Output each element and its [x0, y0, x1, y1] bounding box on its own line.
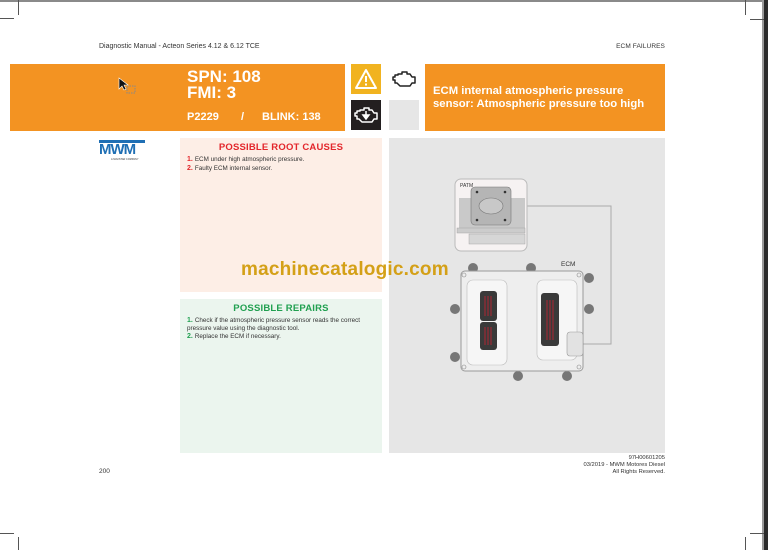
section-title: ECM FAILURES: [616, 43, 665, 50]
item-number: 1.: [187, 317, 193, 324]
item-text: Check if the atmospheric pressure sensor…: [187, 317, 361, 332]
patm-label: PATM: [460, 183, 473, 189]
repairs-panel: POSSIBLE REPAIRS 1.Check if the atmosphe…: [180, 299, 382, 453]
item-text: Faulty ECM internal sensor.: [194, 164, 273, 172]
page-number: 200: [99, 468, 110, 475]
fault-description: ECM internal atmospheric pressure sensor…: [425, 64, 665, 131]
ecm-label: ECM: [561, 261, 575, 268]
scrollbar[interactable]: [764, 0, 768, 550]
item-number: 1.: [187, 156, 193, 163]
ecm-unit-image: [450, 263, 594, 381]
cause-item: 2.Faulty ECM internal sensor.: [187, 165, 376, 173]
engine-derate-indicator: [351, 100, 381, 130]
ecm-figure-panel: PATM ECM: [389, 138, 665, 453]
engine-check-indicator: [389, 64, 419, 94]
crop-mark-bl-h: [0, 533, 14, 534]
code-separator: /: [241, 111, 245, 123]
blank-indicator: [389, 100, 419, 130]
blink-code: BLINK: 138: [262, 111, 321, 123]
repair-item: 2.Replace the ECM if necessary.: [187, 333, 376, 341]
engine-derate-icon: [354, 107, 378, 123]
crop-mark-br-h: [750, 533, 764, 534]
warning-indicator: [351, 64, 381, 94]
logo-subtext: A NAVISTAR COMPANY: [111, 158, 139, 161]
crop-mark-tl-v: [18, 0, 19, 15]
p-code: P2229: [187, 111, 219, 123]
item-number: 2.: [187, 164, 193, 172]
mouse-cursor-icon: [118, 77, 136, 94]
footer-info: 97H00601205 03/2019 - MWM Motores Diesel…: [583, 455, 665, 476]
cause-item: 1.ECM under high atmospheric pressure.: [187, 156, 376, 164]
mwm-logo: MWM A NAVISTAR COMPANY: [99, 140, 145, 162]
scrollbar-track[interactable]: [762, 0, 764, 550]
ecm-diagram: PATM ECM: [450, 178, 612, 381]
patm-sensor-image: [454, 178, 528, 252]
crop-mark-tr-h: [750, 19, 764, 20]
rights-notice: All Rights Reserved.: [612, 469, 665, 475]
crop-mark-tl-h: [0, 18, 14, 19]
fault-code-banner: SPN: 108 FMI: 3 P2229 / BLINK: 138: [10, 64, 345, 131]
item-text: ECM under high atmospheric pressure.: [194, 156, 305, 163]
item-text: Replace the ECM if necessary.: [194, 333, 281, 341]
root-causes-heading: POSSIBLE ROOT CAUSES: [218, 142, 344, 153]
warning-icon: [355, 69, 377, 89]
repairs-heading: POSSIBLE REPAIRS: [233, 303, 329, 314]
logo-bar: [99, 140, 145, 143]
crop-mark-bl-v: [18, 537, 19, 550]
spn-code: SPN: 108: [187, 67, 261, 86]
page-top-border: [0, 0, 768, 2]
root-causes-panel: POSSIBLE ROOT CAUSES 1.ECM under high at…: [180, 138, 382, 292]
logo-text: MWM: [99, 141, 136, 158]
repair-item: 1.Check if the atmospheric pressure sens…: [187, 317, 376, 332]
engine-check-icon: [392, 71, 416, 87]
fmi-code: FMI: 3: [187, 83, 237, 102]
watermark: machinecatalogic.com: [241, 259, 449, 280]
item-number: 2.: [187, 333, 193, 341]
crop-mark-br-v: [745, 537, 746, 550]
crop-mark-tr-v: [745, 0, 746, 15]
date-company: 03/2019 - MWM Motores Diesel: [583, 462, 665, 468]
doc-code: 97H00601205: [628, 455, 665, 461]
document-title: Diagnostic Manual - Acteon Series 4.12 &…: [99, 43, 260, 50]
